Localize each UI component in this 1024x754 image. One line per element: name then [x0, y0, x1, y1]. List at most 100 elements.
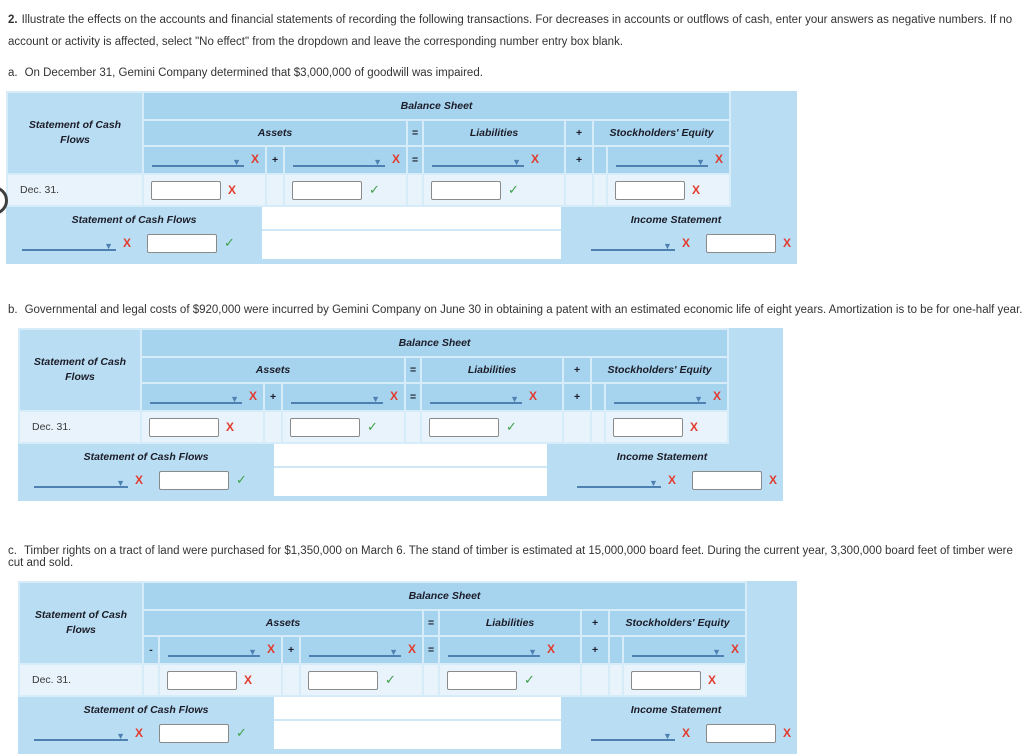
spacer-cell: [610, 665, 623, 695]
a-income-amount-input[interactable]: [705, 233, 776, 253]
a-liabilities-account-select[interactable]: ▼: [432, 152, 525, 167]
validation-x-icon: X: [135, 473, 144, 487]
chevron-down-icon: ▼: [230, 393, 239, 404]
question-number: 2.: [8, 14, 18, 26]
stockholders-equity-header: Stockholders' Equity: [592, 358, 728, 382]
c-income-item-select[interactable]: ▼: [590, 726, 675, 741]
work-panel: [274, 444, 547, 496]
spacer-cell: [424, 665, 439, 695]
validation-x-icon: X: [690, 420, 699, 434]
effects-table-c: Statement of Cash Flows Balance Sheet As…: [18, 581, 797, 754]
b-assets-2-amount-input[interactable]: [290, 417, 361, 437]
validation-x-icon: X: [768, 473, 777, 487]
a-assets-1-amount-input[interactable]: [151, 180, 221, 200]
spacer-cell: [582, 665, 609, 695]
c-assets-1-amount-input[interactable]: [167, 670, 237, 690]
stockholders-equity-header: Stockholders' Equity: [610, 611, 746, 635]
row-date-label: Dec. 31.: [20, 665, 142, 695]
plus-sign: +: [265, 384, 282, 410]
validation-x-icon: X: [529, 389, 538, 403]
plus-sign: +: [582, 637, 609, 663]
validation-x-icon: X: [226, 420, 235, 434]
balance-sheet-header: Balance Sheet: [144, 583, 746, 609]
c-equity-amount-input[interactable]: [631, 670, 702, 690]
a-assets-2-account-select[interactable]: ▼: [293, 152, 386, 167]
a-cashflow-amount-input[interactable]: [147, 233, 218, 253]
a-assets-1-account-select[interactable]: ▼: [152, 152, 244, 167]
income-statement-header: Income Statement: [630, 704, 722, 716]
validation-check-icon: ✓: [236, 725, 247, 740]
spacer-cell: [564, 412, 591, 442]
transaction-section-c: c.Timber rights on a tract of land were …: [0, 545, 1024, 754]
c-assets-2-amount-input[interactable]: [308, 670, 379, 690]
row-date-label: Dec. 31.: [20, 412, 140, 442]
validation-check-icon: ✓: [506, 419, 517, 434]
b-cashflow-amount-input[interactable]: [159, 470, 230, 490]
chevron-down-icon: ▼: [104, 240, 113, 251]
row-date-label: Dec. 31.: [8, 175, 142, 205]
transaction-section-b: b.Governmental and legal costs of $920,0…: [0, 304, 1024, 501]
validation-x-icon: X: [547, 642, 556, 656]
b-income-amount-input[interactable]: [691, 470, 762, 490]
c-liabilities-amount-input[interactable]: [447, 670, 518, 690]
equals-sign: =: [408, 147, 423, 173]
chevron-down-icon: ▼: [528, 646, 538, 657]
validation-x-icon: X: [251, 152, 260, 166]
validation-x-icon: X: [249, 389, 258, 403]
b-income-item-select[interactable]: ▼: [576, 473, 661, 488]
plus-sign: +: [564, 358, 591, 382]
instruction-text: Illustrate the effects on the accounts a…: [8, 14, 1013, 48]
b-assets-1-amount-input[interactable]: [149, 417, 219, 437]
plus-sign: +: [582, 611, 609, 635]
liabilities-header: Liabilities: [422, 358, 563, 382]
b-liabilities-account-select[interactable]: ▼: [430, 389, 523, 404]
b-liabilities-amount-input[interactable]: [429, 417, 500, 437]
work-panel: [274, 697, 561, 749]
balance-sheet-header: Balance Sheet: [142, 330, 728, 356]
chevron-down-icon: ▼: [510, 393, 520, 404]
minus-sign: -: [144, 637, 158, 663]
c-equity-account-select[interactable]: ▼: [632, 642, 725, 657]
validation-x-icon: X: [713, 389, 722, 403]
panel-divider: [274, 719, 561, 721]
income-statement-header: Income Statement: [616, 451, 708, 463]
validation-check-icon: ✓: [224, 235, 235, 250]
validation-x-icon: X: [681, 726, 690, 740]
spacer-cell: [406, 412, 421, 442]
c-assets-2-account-select[interactable]: ▼: [309, 642, 402, 657]
spacer-cell: [267, 175, 284, 205]
b-assets-1-account-select[interactable]: ▼: [150, 389, 242, 404]
b-equity-account-select[interactable]: ▼: [614, 389, 707, 404]
a-liabilities-amount-input[interactable]: [431, 180, 502, 200]
a-assets-2-amount-input[interactable]: [292, 180, 363, 200]
chevron-down-icon: ▼: [663, 240, 672, 251]
b-assets-2-account-select[interactable]: ▼: [291, 389, 384, 404]
c-cashflow-amount-input[interactable]: [159, 723, 230, 743]
c-assets-1-account-select[interactable]: ▼: [168, 642, 260, 657]
scf-bottom-header: Statement of Cash Flows: [83, 704, 209, 716]
b-cashflow-activity-select[interactable]: ▼: [34, 473, 128, 488]
work-panel: [262, 207, 561, 259]
c-income-amount-input[interactable]: [705, 723, 776, 743]
c-cashflow-activity-select[interactable]: ▼: [34, 726, 128, 741]
scf-column-header: Statement of Cash Flows: [20, 583, 142, 663]
a-equity-account-select[interactable]: ▼: [616, 152, 709, 167]
a-income-item-select[interactable]: ▼: [590, 236, 675, 251]
a-equity-amount-input[interactable]: [615, 180, 686, 200]
prompt-c: c.Timber rights on a tract of land were …: [8, 545, 1024, 569]
validation-x-icon: X: [708, 673, 717, 687]
chevron-down-icon: ▼: [696, 156, 706, 167]
b-equity-amount-input[interactable]: [613, 417, 684, 437]
chevron-down-icon: ▼: [712, 646, 722, 657]
c-liabilities-account-select[interactable]: ▼: [448, 642, 541, 657]
spacer-cell: [592, 384, 605, 410]
problem-instructions: 2.Illustrate the effects on the accounts…: [0, 0, 1024, 53]
validation-check-icon: ✓: [524, 672, 535, 687]
validation-check-icon: ✓: [367, 419, 378, 434]
stockholders-equity-header: Stockholders' Equity: [594, 121, 730, 145]
plus-sign: +: [566, 121, 593, 145]
validation-x-icon: X: [408, 642, 417, 656]
liabilities-header: Liabilities: [424, 121, 565, 145]
a-cashflow-activity-select[interactable]: ▼: [22, 236, 116, 251]
validation-x-icon: X: [782, 726, 791, 740]
